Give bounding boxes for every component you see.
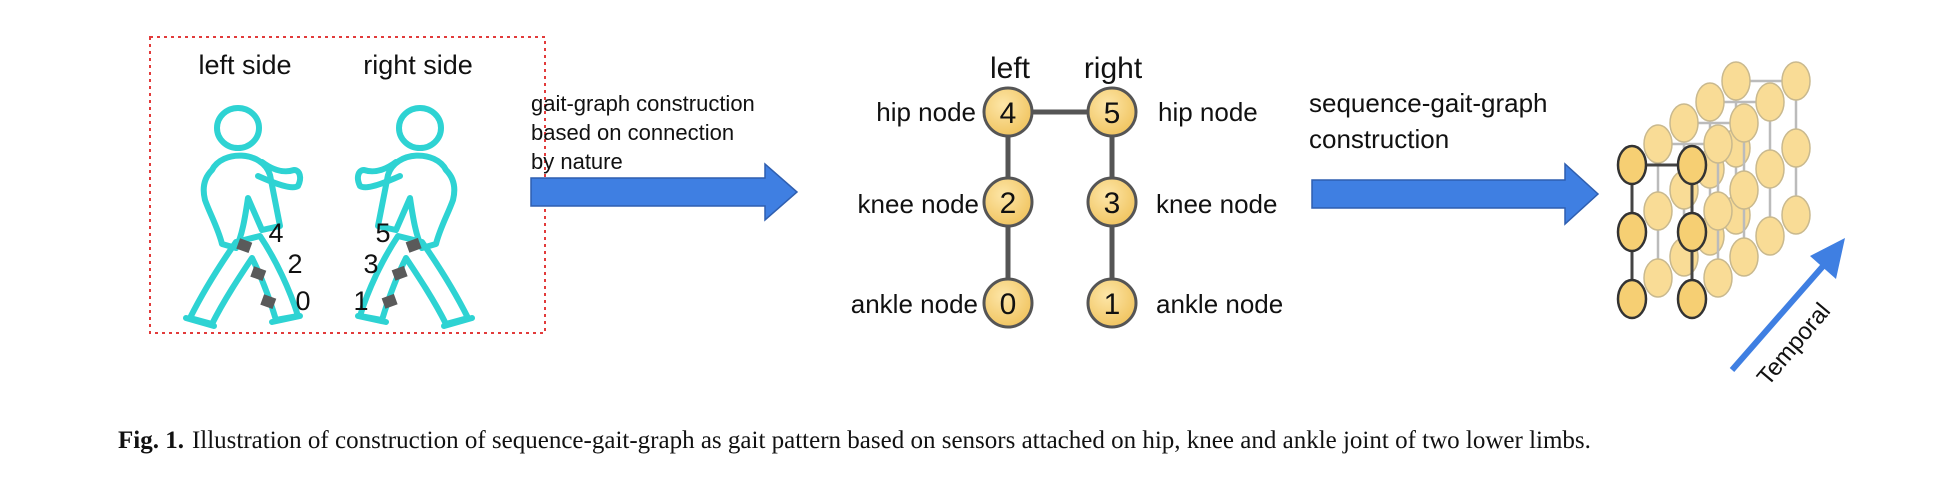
layer-node [1643,258,1673,298]
left-number-0: 0 [295,286,310,316]
node-4 [982,86,1034,138]
right-number-5: 5 [375,218,390,248]
node-3 [1086,176,1138,228]
layer-node [1703,191,1733,231]
right-side-label: right side [363,50,473,80]
graph-layer-2 [1643,124,1733,298]
layer-node [1729,237,1759,277]
layer-node [1703,258,1733,298]
graph-nodes [982,86,1138,329]
layer-node [1695,82,1725,122]
left-number-2: 2 [287,249,302,279]
node-0-number: 0 [1000,288,1017,321]
layer-node [1676,144,1708,186]
layer-node [1729,170,1759,210]
layer-node [1755,149,1785,189]
node-5-number: 5 [1104,97,1121,130]
layer-node [1781,61,1811,101]
arrow1-text-line-1: gait-graph construction [531,91,755,116]
layer-node [1616,211,1648,253]
label-hip-left: hip node [876,97,976,127]
layer-node [1676,278,1708,320]
caption-text: Illustration of construction of sequence… [191,427,1591,454]
caption-prefix: Fig. 1. [118,427,184,454]
layer-node [1616,278,1648,320]
left-walker-figure [183,105,304,329]
sensor-panel: left side right side 4 2 0 [149,36,546,334]
arrow1-text-line-3: by nature [531,149,623,174]
sequence-gait-graph [1616,61,1811,320]
node-2 [982,176,1034,228]
layer-node [1643,124,1673,164]
label-ankle-left: ankle node [851,289,978,319]
node-2-number: 2 [1000,187,1017,220]
layer-node [1703,124,1733,164]
blue-arrow-2 [1311,162,1600,226]
node-4-number: 4 [1000,97,1017,130]
node-labels: hip node knee node ankle node hip node k… [851,97,1283,319]
layer-node [1781,195,1811,235]
node-numbers: 4 2 0 5 3 1 [1000,97,1121,321]
node-5 [1086,86,1138,138]
temporal-arrow-shaft [1729,263,1827,372]
layer-node [1781,128,1811,168]
right-sensor-blocks [381,237,422,309]
construction-arrow-1: gait-graph construction based on connect… [530,91,799,222]
layer-node [1676,211,1708,253]
label-knee-right: knee node [1156,189,1277,219]
layer-node [1721,61,1751,101]
construction-arrow-2: sequence-gait-graph construction [1309,88,1600,226]
gait-graph: left right 4 2 0 5 3 1 hip node knee nod… [851,52,1283,329]
temporal-arrow-head [1810,238,1845,279]
right-number-1: 1 [353,286,368,316]
label-hip-right: hip node [1158,97,1258,127]
temporal-label: Temporal [1752,298,1836,391]
node-0 [982,277,1034,329]
figure-caption: Fig. 1. Illustration of construction of s… [118,427,1878,455]
arrow2-text-line-2: construction [1309,124,1449,154]
left-number-4: 4 [268,218,283,248]
graph-left-label: left [990,52,1031,85]
dotted-frame [149,36,546,334]
figure-canvas: left side right side 4 2 0 [149,36,1845,391]
graph-right-label: right [1084,52,1143,85]
layer-node [1755,216,1785,256]
right-number-3: 3 [363,249,378,279]
right-walker-figure [354,105,475,329]
node-1 [1086,277,1138,329]
arrow2-text-line-1: sequence-gait-graph [1309,88,1548,118]
layer-node [1643,191,1673,231]
node-1-number: 1 [1104,288,1121,321]
layer-node [1729,103,1759,143]
left-side-label: left side [198,50,291,80]
graph-layer-5 [1721,61,1811,235]
arrow1-text-line-2: based on connection [531,120,734,145]
label-ankle-right: ankle node [1156,289,1283,319]
label-knee-left: knee node [858,189,979,219]
left-sensor-blocks [236,238,277,310]
layer-node [1755,82,1785,122]
node-3-number: 3 [1104,187,1121,220]
graph-layer-1 [1616,144,1708,320]
layer-node [1669,103,1699,143]
layer-node [1616,144,1648,186]
blue-arrow-1 [530,162,799,222]
